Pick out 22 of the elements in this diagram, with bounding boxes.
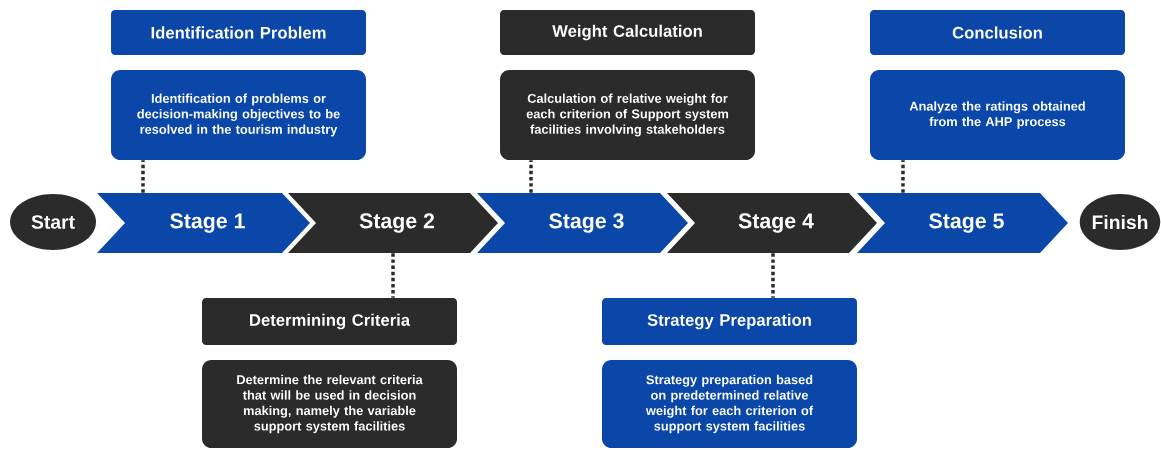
dotted-connector <box>391 253 395 298</box>
description-box: Determine the relevant criteria that will be used in decision making, namely the variable support system facilities <box>202 360 457 448</box>
dotted-connector <box>141 160 145 193</box>
stage-box: Stage 3 <box>477 193 688 253</box>
description-box: Analyze the ratings obtained from the AHP process <box>870 70 1125 160</box>
stage-box: Stage 1 <box>97 193 310 253</box>
terminal-oval: Start <box>10 194 96 250</box>
description-box: Calculation of relative weight for each criterion of Support system facilities involving stakeholders <box>500 70 755 160</box>
description-box: Strategy preparation based on predetermined relative weight for each criterion of support system facilities <box>602 360 857 448</box>
stage-box: Stage 4 <box>667 193 877 253</box>
heading-box: Determining Criteria <box>202 298 457 345</box>
heading-box: Strategy Preparation <box>602 298 857 345</box>
description-box: Identification of problems or decision-making objectives to be resolved in the tourism industry <box>111 70 366 160</box>
heading-box: Identification Problem <box>111 10 366 55</box>
dotted-connector <box>901 160 905 193</box>
stage-box: Stage 2 <box>288 193 498 253</box>
dotted-connector <box>529 160 533 193</box>
heading-box: Weight Calculation <box>500 10 755 55</box>
stage-box: Stage 5 <box>857 193 1068 253</box>
heading-box: Conclusion <box>870 10 1125 55</box>
dotted-connector <box>771 253 775 298</box>
terminal-oval: Finish <box>1079 194 1161 250</box>
